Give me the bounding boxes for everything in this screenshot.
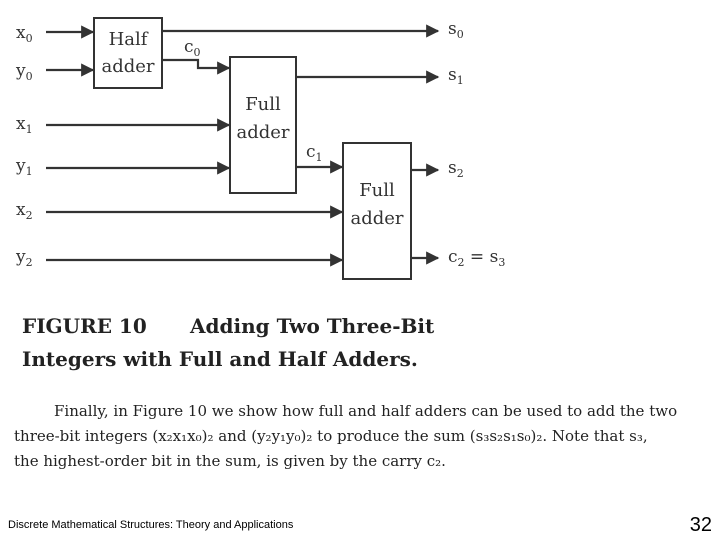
half-adder-block: Half adder: [93, 17, 163, 89]
figure-caption: FIGURE 10 Adding Two Three-Bit Integers w…: [22, 310, 622, 376]
figure-number: FIGURE 10: [22, 314, 147, 338]
full-adder-block-2: Full adder: [342, 142, 412, 280]
page-number: 32: [689, 514, 712, 536]
full-adder-2-line2: adder: [350, 208, 403, 229]
input-label-x1: x1: [16, 114, 33, 136]
input-label-y1: y1: [15, 156, 33, 178]
output-label-s0: s0: [448, 19, 464, 41]
full-adder-1-line2: adder: [236, 122, 289, 143]
adder-circuit-diagram: x0 y0 x1 y1 x2 y2 Half adder Full adder …: [15, 17, 505, 280]
body-line-1: Finally, in Figure 10 we show how full a…: [54, 402, 678, 420]
body-paragraph: Finally, in Figure 10 we show how full a…: [14, 399, 714, 474]
half-adder-line1: Half: [109, 29, 149, 50]
carry-label-c1: c1: [306, 142, 323, 164]
carry-label-c0: c0: [184, 37, 201, 59]
figure-title-line2: Integers with Full and Half Adders.: [22, 347, 418, 371]
full-adder-2-line1: Full: [359, 180, 395, 201]
input-label-x0: x0: [16, 23, 33, 45]
output-label-s1: s1: [448, 65, 464, 87]
full-adder-block-1: Full adder: [229, 56, 297, 194]
input-label-y0: y0: [15, 61, 33, 83]
body-line-2: three-bit integers (x₂x₁x₀)₂ and (y₂y₁y₀…: [14, 427, 648, 445]
output-label-c2-s3: c2 = s3: [448, 247, 505, 269]
footer-book-title: Discrete Mathematical Structures: Theory…: [8, 519, 294, 531]
body-line-3: the highest-order bit in the sum, is giv…: [14, 452, 446, 470]
input-label-x2: x2: [16, 200, 33, 222]
input-label-y2: y2: [15, 247, 33, 269]
full-adder-1-line1: Full: [245, 94, 281, 115]
output-label-s2: s2: [448, 158, 464, 180]
half-adder-line2: adder: [101, 56, 154, 77]
figure-title-line1: Adding Two Three-Bit: [190, 314, 435, 338]
wire-carry-c0: [162, 58, 231, 75]
